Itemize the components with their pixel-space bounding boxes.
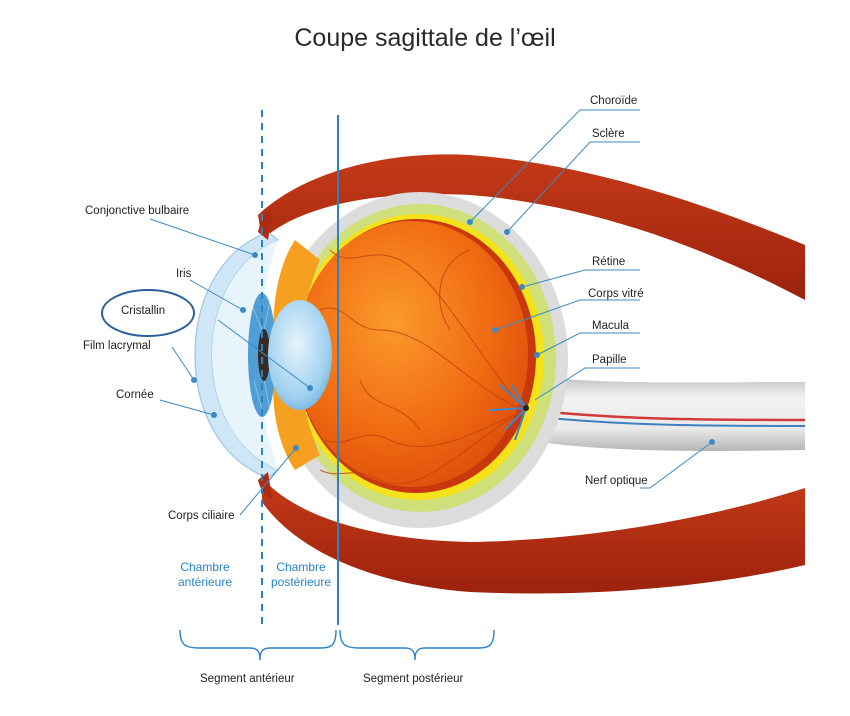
retinal-vessels [319,249,526,485]
chamber-posterieure-line2: postérieure [270,575,332,589]
chamber-anterieure-line1: Chambre [180,560,230,574]
label-retine: Rétine [592,256,626,268]
vitreous-body [296,221,528,487]
label-corps-ciliaire: Corps ciliaire [168,510,235,522]
label-conjonctive: Conjonctive bulbaire [85,205,190,217]
cristallin-highlight [101,289,195,337]
label-macula: Macula [592,320,630,332]
label-papille: Papille [592,354,627,366]
label-iris: Iris [176,268,192,280]
chamber-anterieure: Chambre antérieure [165,560,245,590]
leader-lines [149,109,715,516]
segment-posterieur: Segment postérieur [363,673,464,685]
segment-anterieur: Segment antérieur [200,673,295,685]
chamber-posterieure-line1: Chambre [276,560,326,574]
label-cristallin: Cristallin [121,305,166,317]
diagram-title: Coupe sagittale de l’œil [294,24,556,52]
label-nerf: Nerf optique [585,475,648,487]
pupil [258,329,270,381]
segment-braces [179,629,495,661]
label-film: Film lacrymal [83,340,151,352]
label-sclere: Sclère [592,128,625,140]
lens [268,300,332,410]
label-cornee: Cornée [116,389,154,401]
lower-eyelid [262,478,805,594]
papilla-vessels [489,384,527,441]
optic-nerve [520,375,805,451]
label-corps-vitre: Corps vitré [588,288,644,300]
label-choroide: Choroïde [590,95,638,107]
chamber-posterieure: Chambre postérieure [262,560,340,590]
upper-eyelid [258,154,805,300]
chamber-anterieure-line2: antérieure [177,575,233,589]
